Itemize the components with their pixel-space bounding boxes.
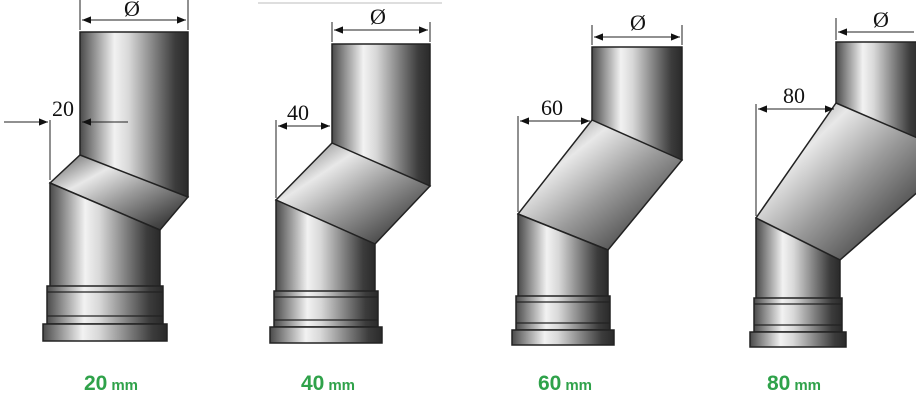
offset-pipe-20: Ø 20 [4, 0, 190, 342]
offset-value: 20 [83, 372, 108, 395]
offset-unit: mm [794, 377, 822, 394]
offset-value: 60 [537, 372, 562, 395]
offset-dimension-label: 60 [541, 95, 563, 120]
offset-pipe-40: Ø 40 [258, 2, 442, 344]
offset-value: 80 [766, 372, 791, 395]
offset-value: 40 [300, 372, 325, 395]
offset-dimension-label: 80 [783, 83, 805, 108]
diameter-label: Ø [370, 4, 386, 29]
offset-unit: mm [328, 377, 356, 394]
offset-unit: mm [565, 377, 593, 394]
offset-pipe-60: Ø 60 [511, 10, 684, 346]
offset-dimension-label: 40 [287, 100, 309, 125]
diameter-label: Ø [124, 0, 140, 21]
diameter-label: Ø [873, 7, 889, 32]
offset-pipe-80: Ø 80 [749, 7, 916, 348]
diameter-label: Ø [630, 10, 646, 35]
offset-dimension-label: 20 [52, 96, 74, 121]
offset-unit: mm [111, 377, 139, 394]
